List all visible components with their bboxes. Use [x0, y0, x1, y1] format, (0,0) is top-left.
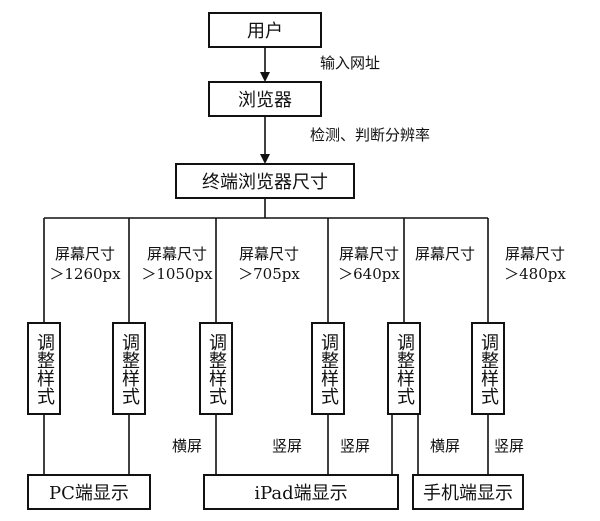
adjust-style-box-1: 调整样式 [27, 322, 61, 415]
branch-label-1-text: 屏幕尺寸 [54, 245, 115, 263]
orientation-label-portrait-mobile: 竖屏 [494, 437, 525, 455]
edge-label-enter-url: 输入网址 [320, 54, 381, 72]
branch-label-3: 屏幕尺寸 ＞705px [228, 244, 310, 284]
branch-label-6-text: 屏幕尺寸 [504, 245, 565, 263]
adjust-style-box-3: 调整样式 [199, 322, 233, 415]
branch-label-6: 屏幕尺寸 ＞480px [494, 244, 576, 284]
node-terminal-size: 终端浏览器尺寸 [175, 163, 355, 199]
branch-label-1: 屏幕尺寸 ＞1260px [44, 244, 126, 284]
branch-label-3-text: 屏幕尺寸 [238, 245, 299, 263]
branch-label-4-text: 屏幕尺寸 [338, 245, 399, 263]
branch-label-5-text: 屏幕尺寸 [414, 245, 475, 263]
branch-label-6-condition: ＞480px [504, 265, 566, 283]
node-mobile-display: 手机端显示 [412, 474, 524, 510]
branch-label-4-condition: ＞640px [338, 265, 400, 283]
branch-label-5: 屏幕尺寸 [408, 244, 482, 264]
adjust-style-box-6: 调整样式 [471, 322, 505, 415]
branch-label-3-condition: ＞705px [238, 265, 300, 283]
branch-label-2-text: 屏幕尺寸 [146, 245, 207, 263]
branch-label-4: 屏幕尺寸 ＞640px [330, 244, 408, 284]
edge-label-detect: 检测、判断分辨率 [310, 126, 431, 144]
orientation-label-portrait-ipad-2: 竖屏 [340, 437, 371, 455]
orientation-label-portrait-ipad: 竖屏 [272, 437, 303, 455]
orientation-label-landscape-mobile: 横屏 [430, 437, 461, 455]
orientation-label-landscape-ipad: 横屏 [172, 437, 203, 455]
node-ipad-display: iPad端显示 [203, 474, 399, 510]
adjust-style-box-5: 调整样式 [387, 322, 421, 415]
node-user: 用户 [208, 12, 322, 48]
branch-label-1-condition: ＞1260px [49, 265, 121, 283]
node-pc-display: PC端显示 [27, 474, 151, 510]
node-browser: 浏览器 [208, 81, 322, 117]
adjust-style-box-2: 调整样式 [112, 322, 146, 415]
adjust-style-box-4: 调整样式 [311, 322, 345, 415]
branch-label-2-condition: ＞1050px [141, 265, 213, 283]
branch-label-2: 屏幕尺寸 ＞1050px [136, 244, 218, 284]
